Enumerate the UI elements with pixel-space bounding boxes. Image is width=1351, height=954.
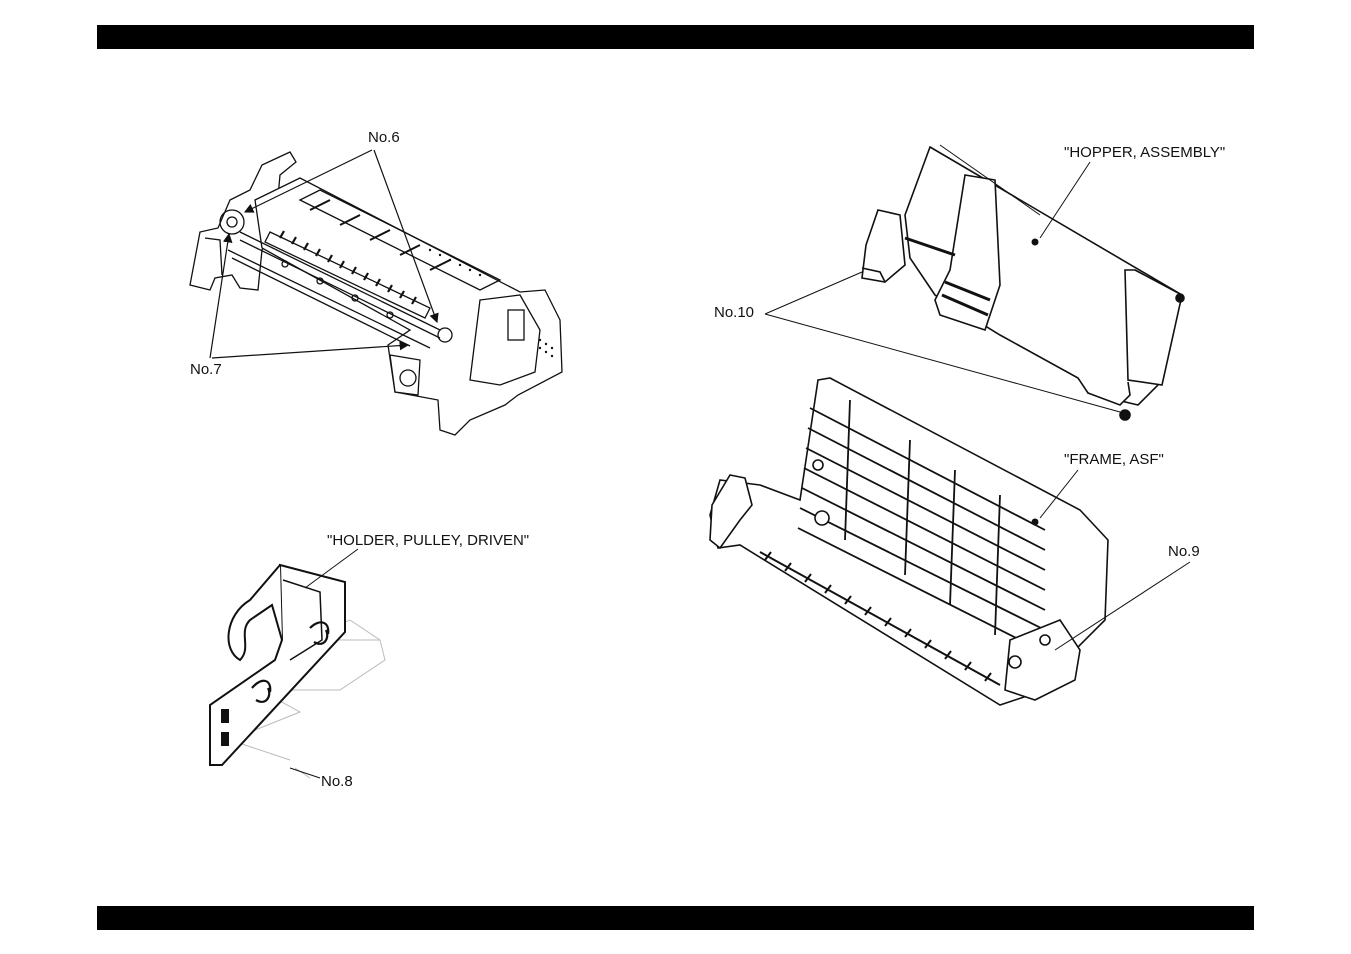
label-frame-asf: "FRAME, ASF" <box>1064 451 1164 468</box>
holder-pulley-driven-drawing <box>209 563 386 779</box>
frame-leader-lines <box>1039 469 1191 651</box>
callout-no8: No.8 <box>321 773 353 790</box>
footer-bar <box>97 906 1254 930</box>
callout-no9: No.9 <box>1168 543 1200 560</box>
header-bar <box>97 25 1254 49</box>
hopper-assembly-drawing <box>861 144 1185 421</box>
label-holder-pulley-driven: "HOLDER, PULLEY, DRIVEN" <box>327 532 530 549</box>
no6-leader-lines <box>243 149 439 324</box>
label-hopper-assembly: "HOPPER, ASSEMBLY" <box>1064 144 1226 161</box>
holder-leader-lines <box>289 548 359 779</box>
frame-asf-drawing <box>709 377 1109 706</box>
no7-leader-lines <box>209 232 410 359</box>
hopper-leader-lines <box>764 161 1121 413</box>
callout-no6: No.6 <box>368 129 400 146</box>
callout-no7: No.7 <box>190 361 222 378</box>
printer-mechanism-drawing <box>189 151 563 436</box>
callout-no10: No.10 <box>714 304 755 321</box>
